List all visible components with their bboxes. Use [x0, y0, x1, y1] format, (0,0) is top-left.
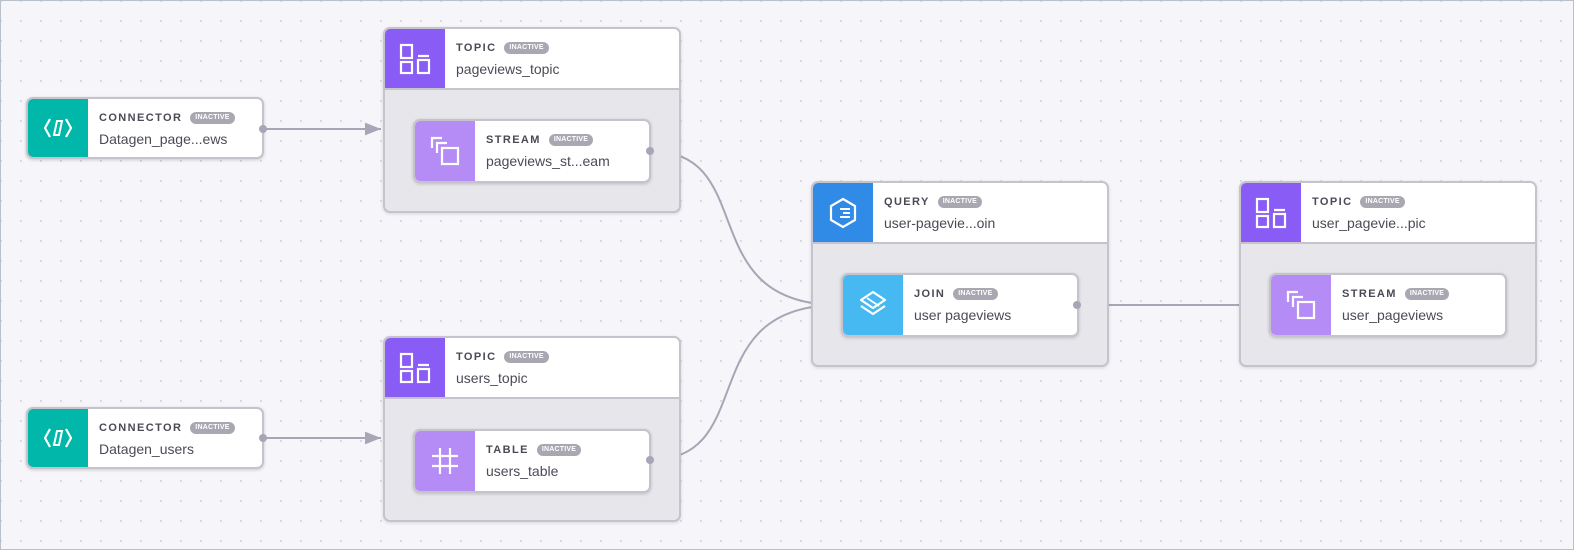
stream-tile [415, 121, 475, 181]
stream-tile [1271, 275, 1331, 335]
status-badge: INACTIVE [953, 288, 998, 300]
topic-header: TOPIC INACTIVE users_topic [385, 338, 679, 399]
output-port[interactable] [646, 456, 654, 464]
topic-icon [398, 351, 432, 385]
node-type-label: JOIN [914, 288, 946, 300]
join-icon [856, 288, 890, 322]
status-badge: INACTIVE [536, 444, 582, 456]
node-name: users_topic [456, 370, 528, 386]
query-tile [813, 183, 873, 242]
connector-icon [41, 421, 75, 455]
node-name: user_pageviews [1342, 307, 1444, 323]
node-type-label: CONNECTOR [99, 112, 183, 124]
node-type-label: TOPIC [456, 42, 497, 54]
output-port[interactable] [1073, 301, 1081, 309]
node-type-label: STREAM [486, 134, 541, 146]
node-name: Datagen_page...ews [99, 131, 228, 147]
connector-icon [41, 111, 75, 145]
node-name: user pageviews [914, 307, 1012, 323]
node-name: Datagen_users [99, 441, 194, 457]
node-name: user_pagevie...pic [1312, 215, 1426, 231]
node-type-label: TOPIC [456, 351, 497, 363]
query-icon [826, 196, 860, 230]
status-badge: INACTIVE [548, 134, 594, 146]
node-name: user-pagevie...oin [884, 215, 996, 231]
stream-icon [428, 134, 462, 168]
query-header: QUERY INACTIVE user-pagevie...oin [813, 183, 1107, 244]
connector-tile [28, 409, 88, 467]
output-port[interactable] [646, 147, 654, 155]
status-badge: INACTIVE [1360, 196, 1405, 208]
status-badge: INACTIVE [190, 422, 235, 434]
stream-node-pageviews[interactable]: STREAM INACTIVE pageviews_st...eam [413, 119, 651, 183]
connector-node-users[interactable]: CONNECTOR INACTIVE Datagen_users [26, 407, 264, 469]
topic-tile [385, 338, 445, 397]
table-node-users[interactable]: TABLE INACTIVE users_table [413, 429, 651, 493]
join-node[interactable]: JOIN INACTIVE user pageviews [841, 273, 1079, 337]
topic-icon [398, 42, 432, 76]
topic-tile [1241, 183, 1301, 242]
node-type-label: TOPIC [1312, 196, 1353, 208]
node-name: users_table [486, 463, 559, 479]
status-badge: INACTIVE [1404, 288, 1450, 300]
stream-node-user-pageviews[interactable]: STREAM INACTIVE user_pageviews [1269, 273, 1507, 337]
topic-header: TOPIC INACTIVE user_pagevie...pic [1241, 183, 1535, 244]
edge-table-users-to-join [649, 298, 840, 461]
node-type-label: CONNECTOR [99, 422, 183, 434]
topic-icon [1254, 196, 1288, 230]
status-badge: INACTIVE [190, 112, 235, 124]
topic-header: TOPIC INACTIVE pageviews_topic [385, 29, 679, 90]
node-type-label: TABLE [486, 444, 529, 456]
edge-stream-pageviews-to-join [649, 150, 840, 312]
status-badge: INACTIVE [504, 42, 549, 54]
topic-tile [385, 29, 445, 88]
status-badge: INACTIVE [504, 351, 549, 363]
connector-node-pageviews[interactable]: CONNECTOR INACTIVE Datagen_page...ews [26, 97, 264, 159]
node-name: pageviews_topic [456, 61, 560, 77]
node-name: pageviews_st...eam [486, 153, 610, 169]
join-tile [843, 275, 903, 335]
connector-tile [28, 99, 88, 157]
output-port[interactable] [259, 434, 267, 442]
output-port[interactable] [259, 125, 267, 133]
stream-icon [1284, 288, 1318, 322]
status-badge: INACTIVE [937, 196, 982, 208]
table-tile [415, 431, 475, 491]
table-icon [428, 444, 462, 478]
node-type-label: QUERY [884, 196, 930, 208]
node-type-label: STREAM [1342, 288, 1397, 300]
